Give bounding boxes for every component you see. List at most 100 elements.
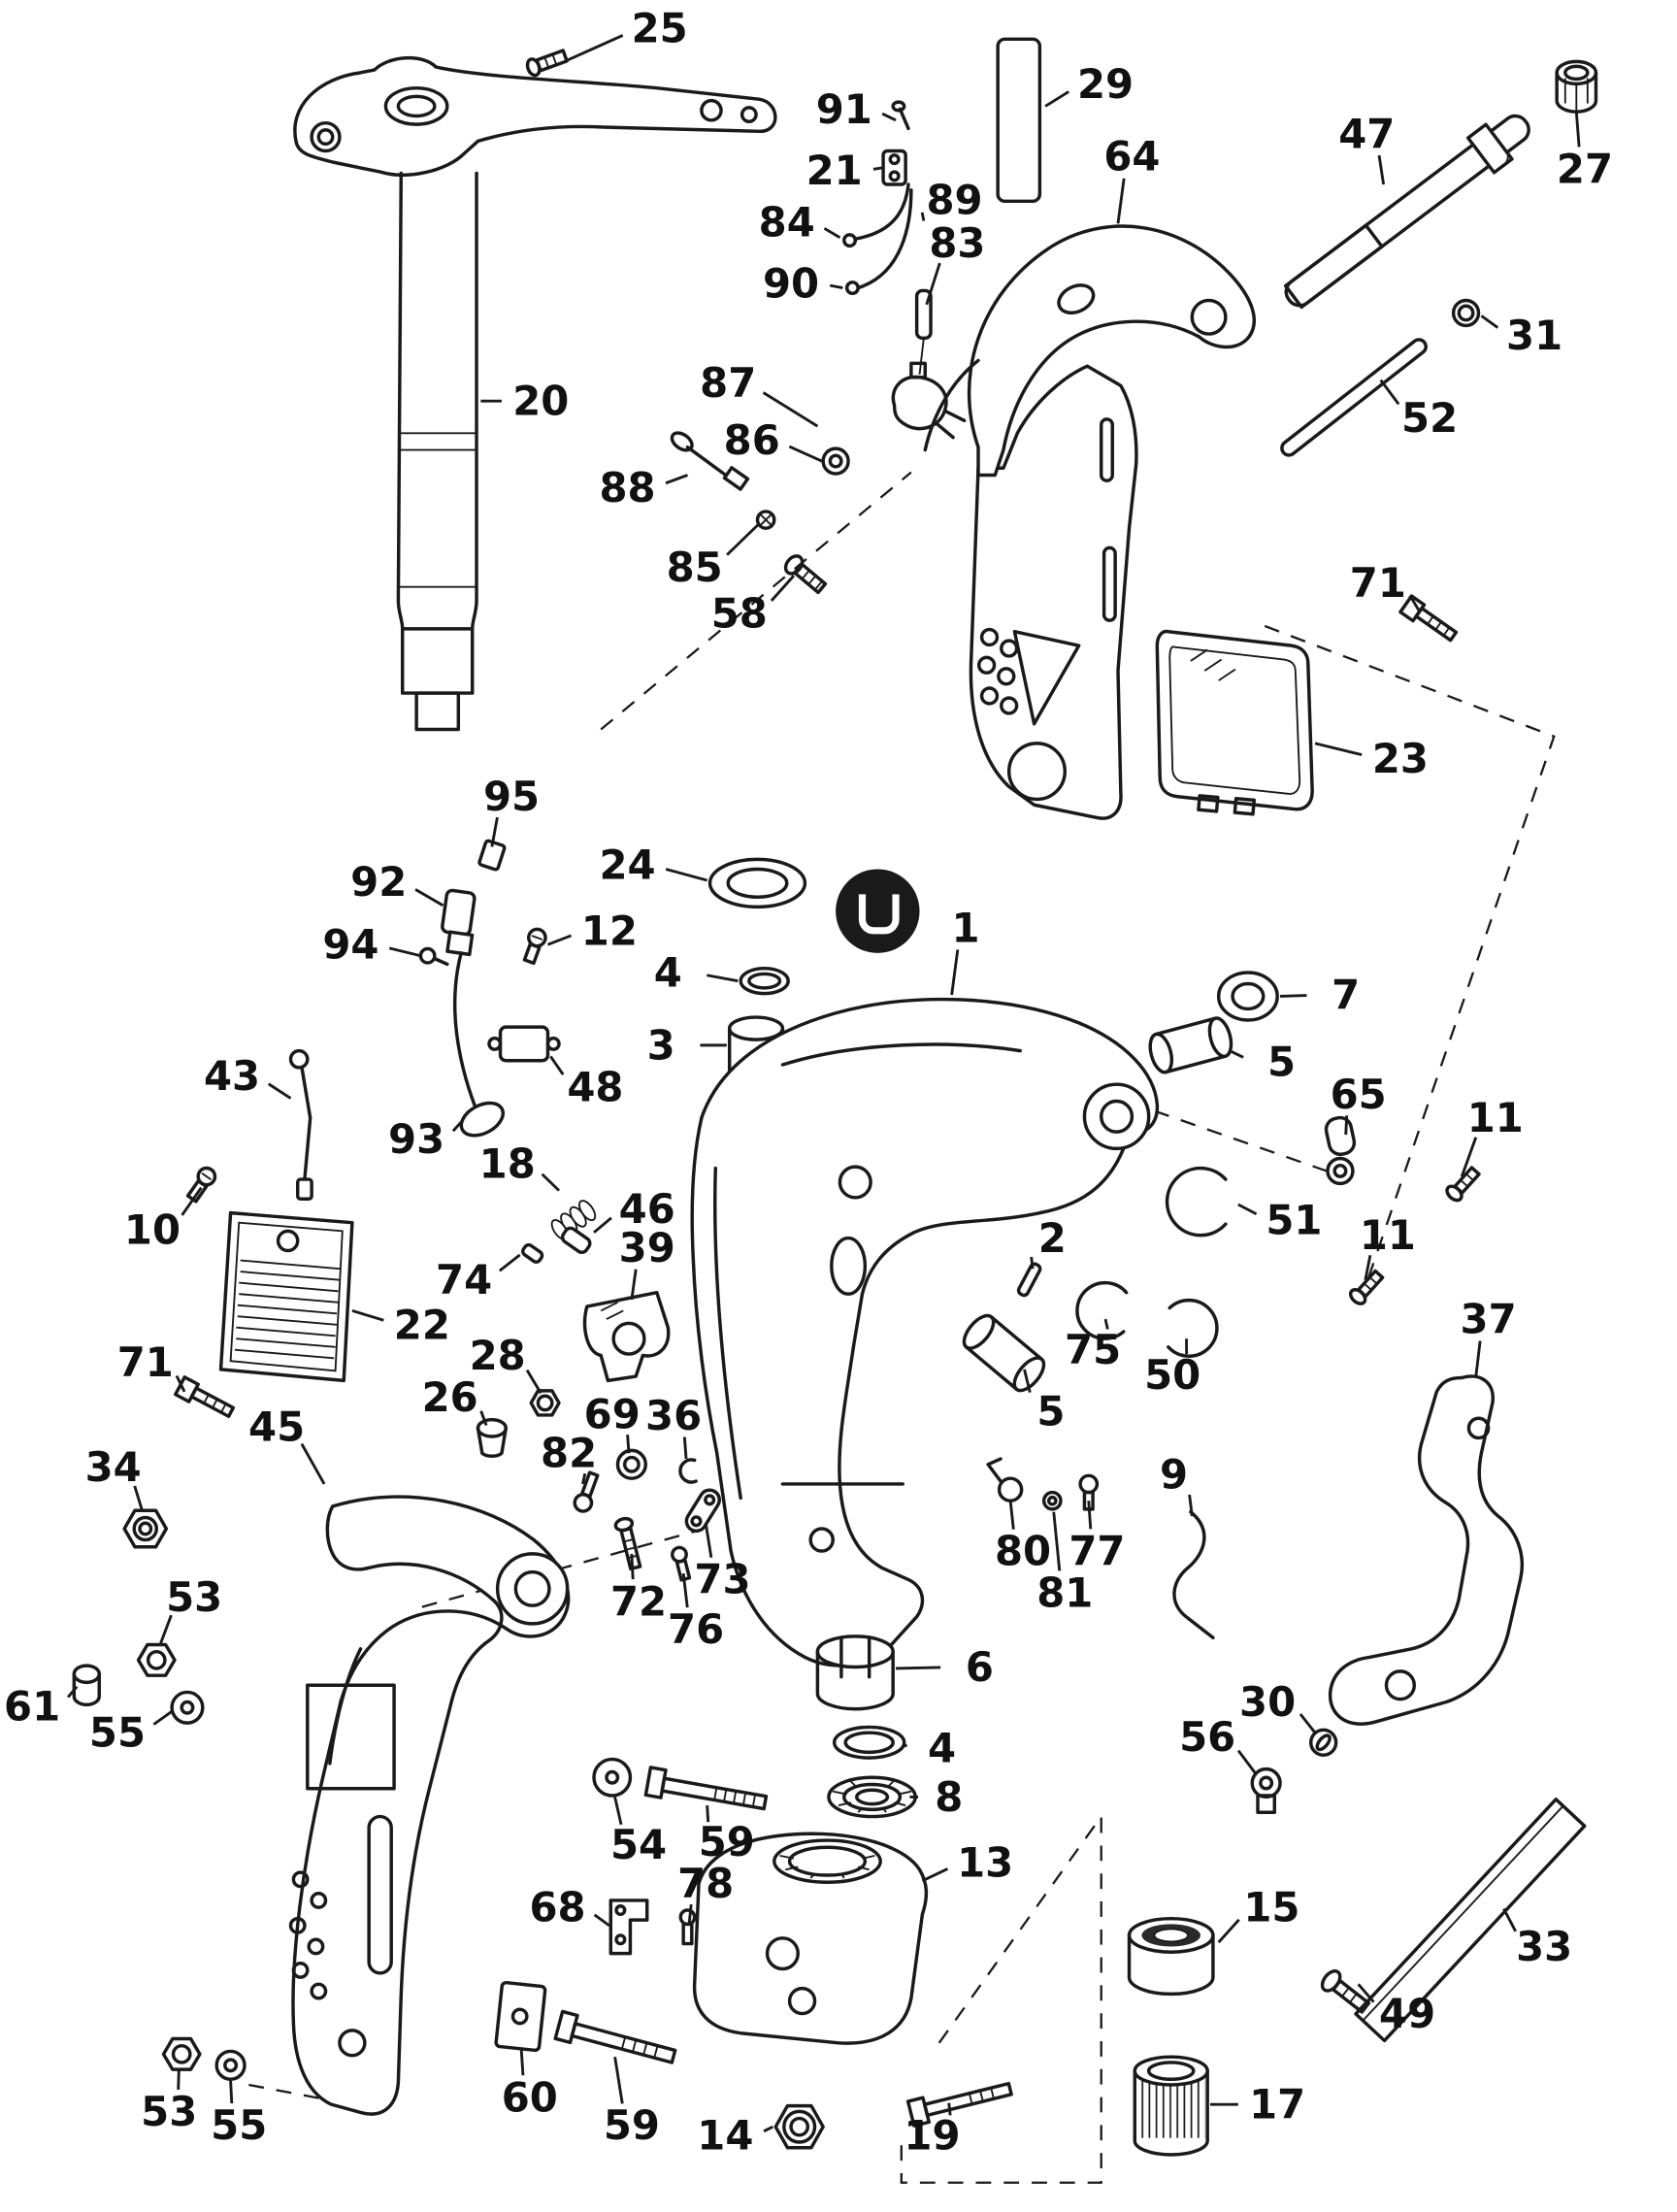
callout-23-20: 23 xyxy=(1372,735,1429,782)
callout-leader-26-50 xyxy=(479,1410,488,1426)
part-clamp-51 xyxy=(1165,1166,1228,1238)
callout-leader-4-70 xyxy=(903,1743,907,1748)
callout-72-62: 72 xyxy=(610,1577,667,1625)
callout-leader-71-19 xyxy=(1408,594,1422,613)
callout-leader-4-26 xyxy=(707,974,739,983)
callout-leader-19-85 xyxy=(947,2102,952,2116)
part-washer-81 xyxy=(1041,1490,1063,1511)
callout-leader-81-60 xyxy=(1052,1511,1062,1571)
callout-leader-72-62 xyxy=(630,1553,635,1580)
callout-leader-1-27 xyxy=(950,949,960,996)
part-mount-15 xyxy=(1127,1916,1215,1997)
callout-1-27: 1 xyxy=(952,904,980,951)
callout-leader-85-17 xyxy=(726,522,760,556)
callout-leader-12-25 xyxy=(546,934,573,946)
part-nut-53-lower xyxy=(161,2036,202,2071)
callout-37-47: 37 xyxy=(1461,1296,1517,1343)
part-pin-74 xyxy=(521,1242,544,1264)
callout-leader-46-38 xyxy=(593,1216,612,1234)
callout-leader-54-72 xyxy=(613,1797,623,1826)
part-washer-69 xyxy=(615,1448,648,1480)
callout-18-36: 18 xyxy=(479,1140,536,1188)
callout-74-43: 74 xyxy=(436,1256,492,1304)
callout-leader-71-48 xyxy=(175,1374,186,1393)
callout-leader-18-36 xyxy=(541,1172,561,1192)
callout-22-44: 22 xyxy=(394,1301,450,1348)
callout-56-69: 56 xyxy=(1179,1713,1235,1761)
callout-leader-34-56 xyxy=(133,1485,145,1513)
part-washer-55-lower xyxy=(214,2049,247,2081)
part-tilt-tube-47 xyxy=(1283,114,1530,310)
part-plug-26 xyxy=(476,1417,509,1458)
callout-leader-73-63 xyxy=(704,1523,713,1558)
callout-leader-48-31 xyxy=(549,1055,565,1075)
callout-12-25: 12 xyxy=(581,907,638,954)
callout-leader-11-34 xyxy=(1460,1137,1478,1177)
callout-31-11: 31 xyxy=(1506,312,1562,359)
callout-59-83: 59 xyxy=(604,2101,660,2149)
part-bolt-59-lower xyxy=(553,2009,677,2064)
part-washer-24 xyxy=(707,857,807,909)
callout-leader-75-45 xyxy=(1103,1318,1109,1330)
callout-61-65: 61 xyxy=(4,1682,60,1730)
callout-leader-69-51 xyxy=(626,1435,631,1454)
part-rod-52 xyxy=(1280,338,1428,457)
callout-leader-14-84 xyxy=(763,2125,773,2133)
callout-59-73: 59 xyxy=(699,1818,755,1865)
part-screw-72 xyxy=(613,1516,642,1571)
callout-leader-86-15 xyxy=(788,445,823,463)
part-stern-bracket-64 xyxy=(923,224,1256,820)
callout-leader-7-28 xyxy=(1279,994,1307,998)
callout-82-54: 82 xyxy=(541,1430,597,1477)
callout-leader-31-11 xyxy=(1480,314,1499,329)
callout-64-8: 64 xyxy=(1103,133,1160,181)
callout-leader-60-82 xyxy=(519,2048,525,2076)
callout-55-81: 55 xyxy=(211,2101,267,2149)
callout-leader-87-14 xyxy=(762,391,819,428)
callout-leader-84-4 xyxy=(823,227,841,239)
callout-69-51: 69 xyxy=(584,1390,641,1437)
callout-20-13: 20 xyxy=(512,378,569,425)
callout-leader-9-57 xyxy=(1188,1494,1194,1517)
callout-leader-89-3 xyxy=(920,212,926,221)
callout-34-56: 34 xyxy=(85,1443,142,1491)
callout-76-64: 76 xyxy=(668,1605,724,1653)
callout-95-21: 95 xyxy=(483,773,540,820)
part-bolt-59-upper xyxy=(643,1766,769,1811)
callout-leader-51-37 xyxy=(1237,1203,1258,1216)
callout-leader-10-39 xyxy=(181,1186,203,1216)
callout-80-58: 80 xyxy=(995,1528,1051,1575)
callout-leader-76-64 xyxy=(681,1572,689,1608)
part-bushing-5-upper xyxy=(1148,1016,1233,1074)
callout-92-22: 92 xyxy=(350,858,407,906)
callout-39-40: 39 xyxy=(619,1224,675,1271)
callout-leader-24-23 xyxy=(665,868,708,882)
part-bolt-71-upper xyxy=(1398,594,1459,643)
part-bushing-46 xyxy=(560,1226,592,1255)
callout-leader-78-75 xyxy=(687,1903,693,1927)
part-screw-11-lower xyxy=(1348,1269,1385,1305)
part-screw-11-upper xyxy=(1445,1166,1481,1203)
callout-52-12: 52 xyxy=(1401,394,1458,442)
detail-inset-circle xyxy=(836,869,920,953)
part-stern-bracket-45 xyxy=(288,1495,571,2116)
part-screw-49 xyxy=(1320,1969,1371,2014)
callout-50-46: 50 xyxy=(1144,1351,1200,1399)
callout-21-2: 21 xyxy=(806,147,863,194)
callout-60-82: 60 xyxy=(502,2073,558,2121)
part-stern-bracket-37 xyxy=(1329,1374,1525,1726)
callout-leader-39-40 xyxy=(630,1269,638,1301)
callout-83-5: 83 xyxy=(929,219,985,267)
callout-49-79: 49 xyxy=(1379,1990,1435,2037)
callout-leader-83-5 xyxy=(925,262,941,306)
part-bushing-6 xyxy=(815,1634,895,1711)
callout-65-33: 65 xyxy=(1331,1071,1387,1118)
callout-7-28: 7 xyxy=(1332,972,1360,1019)
part-bushing-5-lower xyxy=(962,1313,1046,1393)
callout-11-34: 11 xyxy=(1467,1094,1524,1141)
part-trim-sender-group xyxy=(185,839,561,1204)
part-nut-34 xyxy=(122,1508,169,1549)
part-bracket-39 xyxy=(582,1290,671,1383)
part-screw-76 xyxy=(671,1545,692,1582)
